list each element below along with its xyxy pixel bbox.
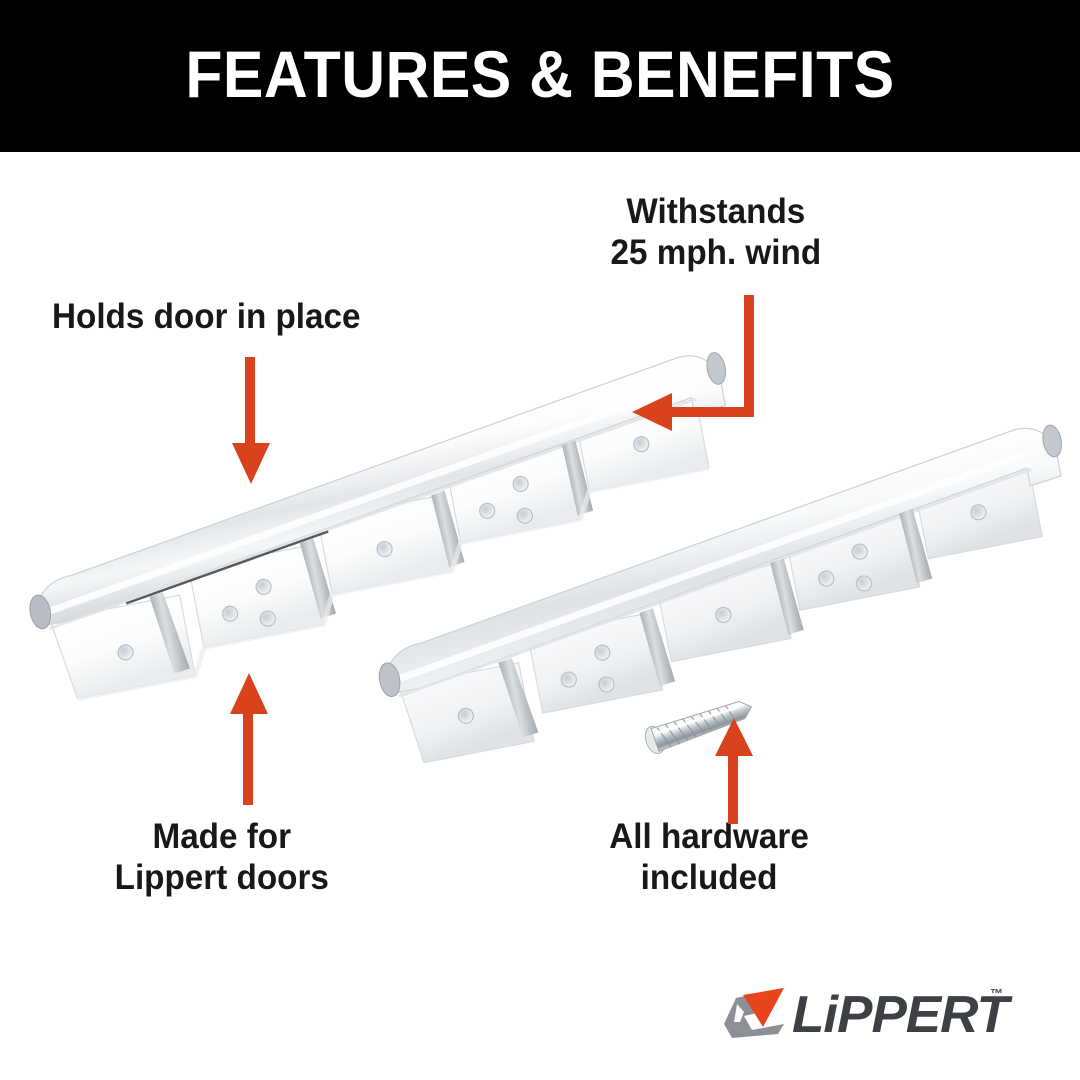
lippert-wordmark: LiPPERT (792, 985, 1009, 1045)
hinge-upper-barrel (29, 352, 727, 630)
up-arrow-made-for-lippert (228, 673, 268, 805)
callout-withstands-wind-line-1: Withstands (626, 192, 806, 231)
callout-holds-door-line-1: Holds door in place (52, 297, 361, 336)
trademark-symbol: ™ (990, 986, 1003, 1001)
header-bar (0, 0, 1080, 152)
lippert-logo-mark-icon (724, 988, 784, 1038)
lippert-logo: LiPPERT ™ (722, 982, 1022, 1044)
up-arrow-all-hardware (713, 718, 753, 824)
arrow-shaft (245, 357, 255, 449)
callout-all-hardware-line-1: All hardware (609, 817, 809, 856)
callout-made-for-lippert-line-2: Lippert doors (114, 857, 329, 897)
arrow-head (230, 673, 268, 714)
callout-made-for-lippert-line-1: Made for (152, 817, 292, 856)
callout-holds-door: Holds door in place (52, 297, 361, 338)
callout-made-for-lippert: Made for Lippert doors (115, 817, 329, 898)
arrow-head (715, 718, 753, 756)
page-title: FEATURES & BENEFITS (185, 37, 895, 111)
mounting-screw (644, 700, 753, 754)
callout-withstands-wind: Withstands 25 mph. wind (611, 192, 822, 273)
callout-withstands-wind-line-2: 25 mph. wind (610, 232, 822, 272)
hinge-upper-leaves (49, 394, 710, 700)
arrow-shaft-vertical (744, 295, 754, 407)
lippert-wordmark-text: LiPPERT (792, 986, 1009, 1044)
hinge-lower-knuckles (498, 508, 933, 738)
product-photo (0, 152, 1080, 942)
arrow-head (632, 393, 672, 431)
arrow-shaft (243, 711, 253, 805)
hinge-upper (29, 352, 727, 701)
down-arrow-holds-door (230, 357, 270, 484)
arrow-head (232, 443, 270, 484)
elbow-arrow-withstands-wind (632, 295, 758, 431)
hinge-illustration (29, 352, 1063, 764)
hinge-lower-barrel (378, 424, 1063, 698)
callout-all-hardware: All hardware included (609, 817, 809, 898)
arrow-shaft-horizontal (668, 407, 754, 417)
hinge-lower-leaves (398, 463, 1043, 764)
arrow-shaft (728, 752, 738, 824)
hinge-lower (378, 424, 1063, 764)
callout-all-hardware-line-2: included (640, 857, 778, 897)
